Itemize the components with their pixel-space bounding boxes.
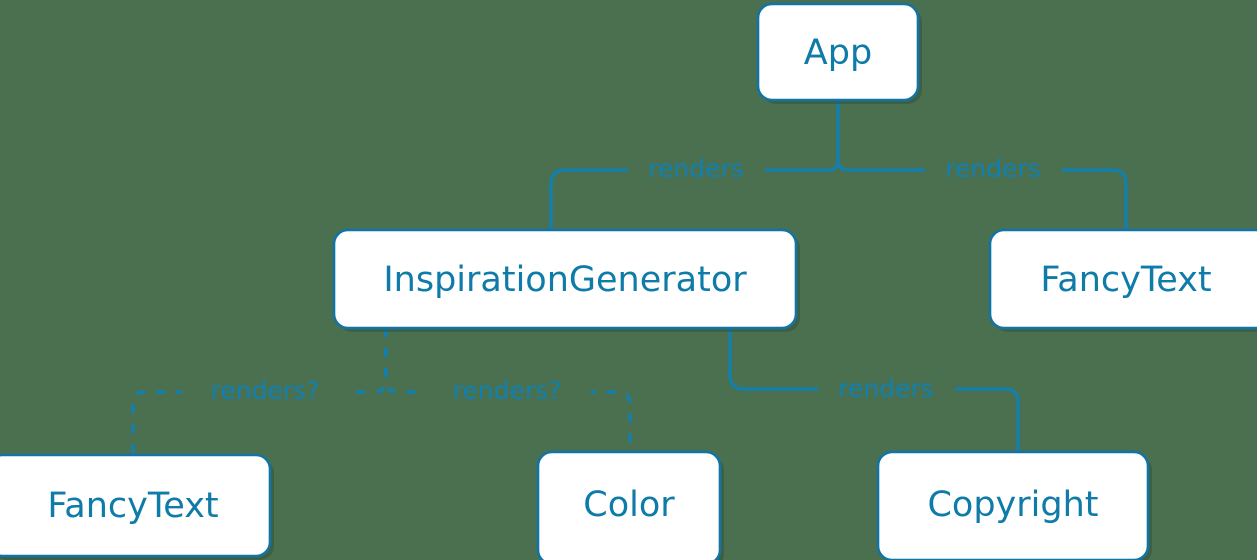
edge-label-layer: renders renders renders renders? renders…: [182, 152, 1062, 409]
node-inspiration-generator-label: InspirationGenerator: [383, 260, 747, 300]
node-color-box[interactable]: [536, 450, 722, 560]
node-fancytext-top-label: FancyText: [1040, 260, 1211, 300]
node-app[interactable]: App: [756, 2, 922, 104]
edge-label-bg-inspiration-fancytext: [182, 375, 349, 409]
node-app-box[interactable]: [756, 2, 920, 102]
edge-label-inspiration-to-color: renders?: [453, 376, 562, 405]
edge-label-inspiration-to-fancytext-bottom: renders?: [211, 376, 320, 405]
edge-label-bg-app-fancytext: [925, 152, 1062, 186]
node-copyright-label: Copyright: [927, 485, 1098, 525]
edge-label-app-to-fancytext-top: renders: [945, 154, 1041, 183]
node-inspiration-generator[interactable]: InspirationGenerator: [332, 228, 800, 332]
node-inspiration-generator-box[interactable]: [332, 228, 798, 330]
node-copyright[interactable]: Copyright: [876, 450, 1152, 560]
edge-label-bg-inspiration-copyright: [818, 372, 955, 406]
edge-label-app-to-inspiration: renders: [648, 154, 744, 183]
node-fancytext-bottom[interactable]: FancyText: [0, 453, 274, 560]
node-color[interactable]: Color: [536, 450, 724, 560]
edge-label-bg-app-inspiration: [628, 152, 765, 186]
node-app-label: App: [804, 33, 872, 73]
node-fancytext-bottom-box[interactable]: [0, 453, 272, 558]
node-copyright-box[interactable]: [876, 450, 1150, 560]
node-fancytext-top[interactable]: FancyText: [988, 228, 1257, 332]
edge-label-bg-inspiration-color: [424, 375, 591, 409]
node-color-label: Color: [583, 485, 675, 525]
edge-label-inspiration-to-copyright: renders: [838, 374, 934, 403]
node-fancytext-top-box[interactable]: [988, 228, 1257, 330]
node-fancytext-bottom-label: FancyText: [47, 486, 218, 526]
